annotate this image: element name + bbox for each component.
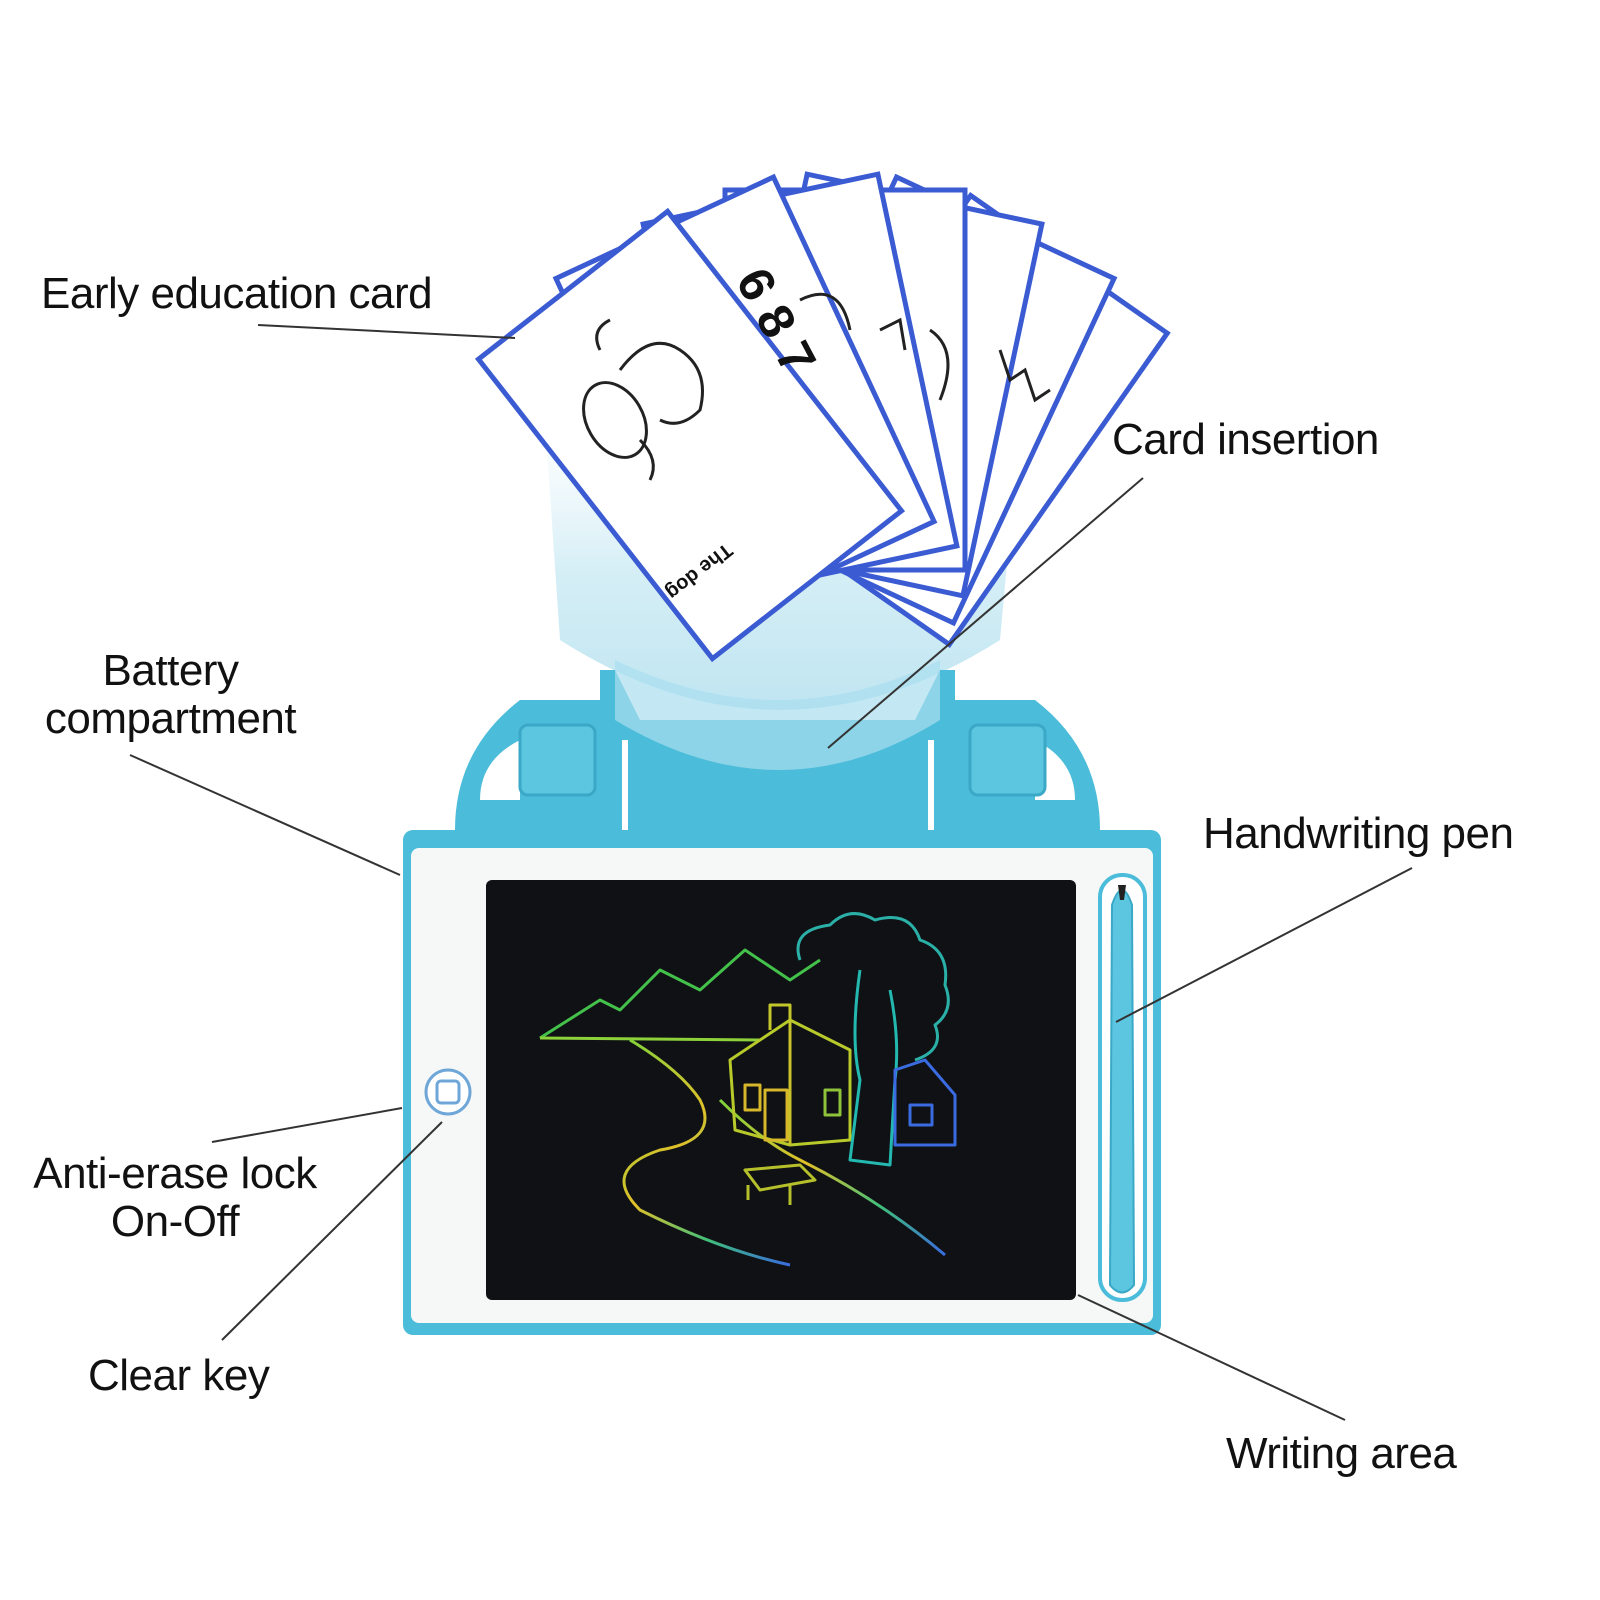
card-front — [474, 207, 906, 663]
leader-lines — [129, 324, 1413, 1421]
label-battery-compartment: Battery compartment — [28, 647, 313, 743]
label-text: Writing area — [1226, 1429, 1457, 1478]
leader-card-insertion — [827, 477, 1144, 749]
label-text: Handwriting pen — [1203, 809, 1514, 858]
label-writing-area: Writing area — [1226, 1429, 1457, 1478]
battery-compartment-left — [518, 723, 597, 797]
leader-early-education-card — [257, 324, 516, 339]
clear-key-button[interactable] — [424, 1068, 472, 1116]
card-drawings — [582, 292, 1051, 481]
screen-drawing — [539, 912, 957, 1267]
education-cards — [474, 171, 1171, 663]
label-card-insertion: Card insertion — [1112, 416, 1379, 464]
tablet-handle — [455, 660, 1100, 830]
label-text: Card insertion — [1112, 415, 1379, 464]
leader-anti-erase-lock — [211, 1107, 403, 1143]
battery-compartment-right — [968, 723, 1047, 797]
leader-battery-compartment — [129, 754, 401, 876]
label-text: Clear key — [88, 1351, 270, 1400]
label-line-2: On-Off — [110, 1197, 240, 1246]
handwriting-pen[interactable] — [1108, 885, 1136, 1294]
leader-clear-key — [221, 1121, 443, 1341]
label-line-1: Battery — [102, 646, 239, 695]
label-handwriting-pen: Handwriting pen — [1203, 809, 1514, 858]
label-text: Early education card — [41, 269, 433, 318]
label-line-2: compartment — [44, 694, 297, 743]
label-anti-erase-lock: Anti-erase lock On-Off — [20, 1150, 330, 1246]
leader-handwriting-pen — [1115, 867, 1413, 1023]
label-line-1: Anti-erase lock — [33, 1149, 317, 1198]
leader-writing-area — [1077, 1294, 1346, 1421]
label-early-education-card: Early education card — [41, 269, 433, 318]
label-clear-key: Clear key — [88, 1351, 270, 1400]
